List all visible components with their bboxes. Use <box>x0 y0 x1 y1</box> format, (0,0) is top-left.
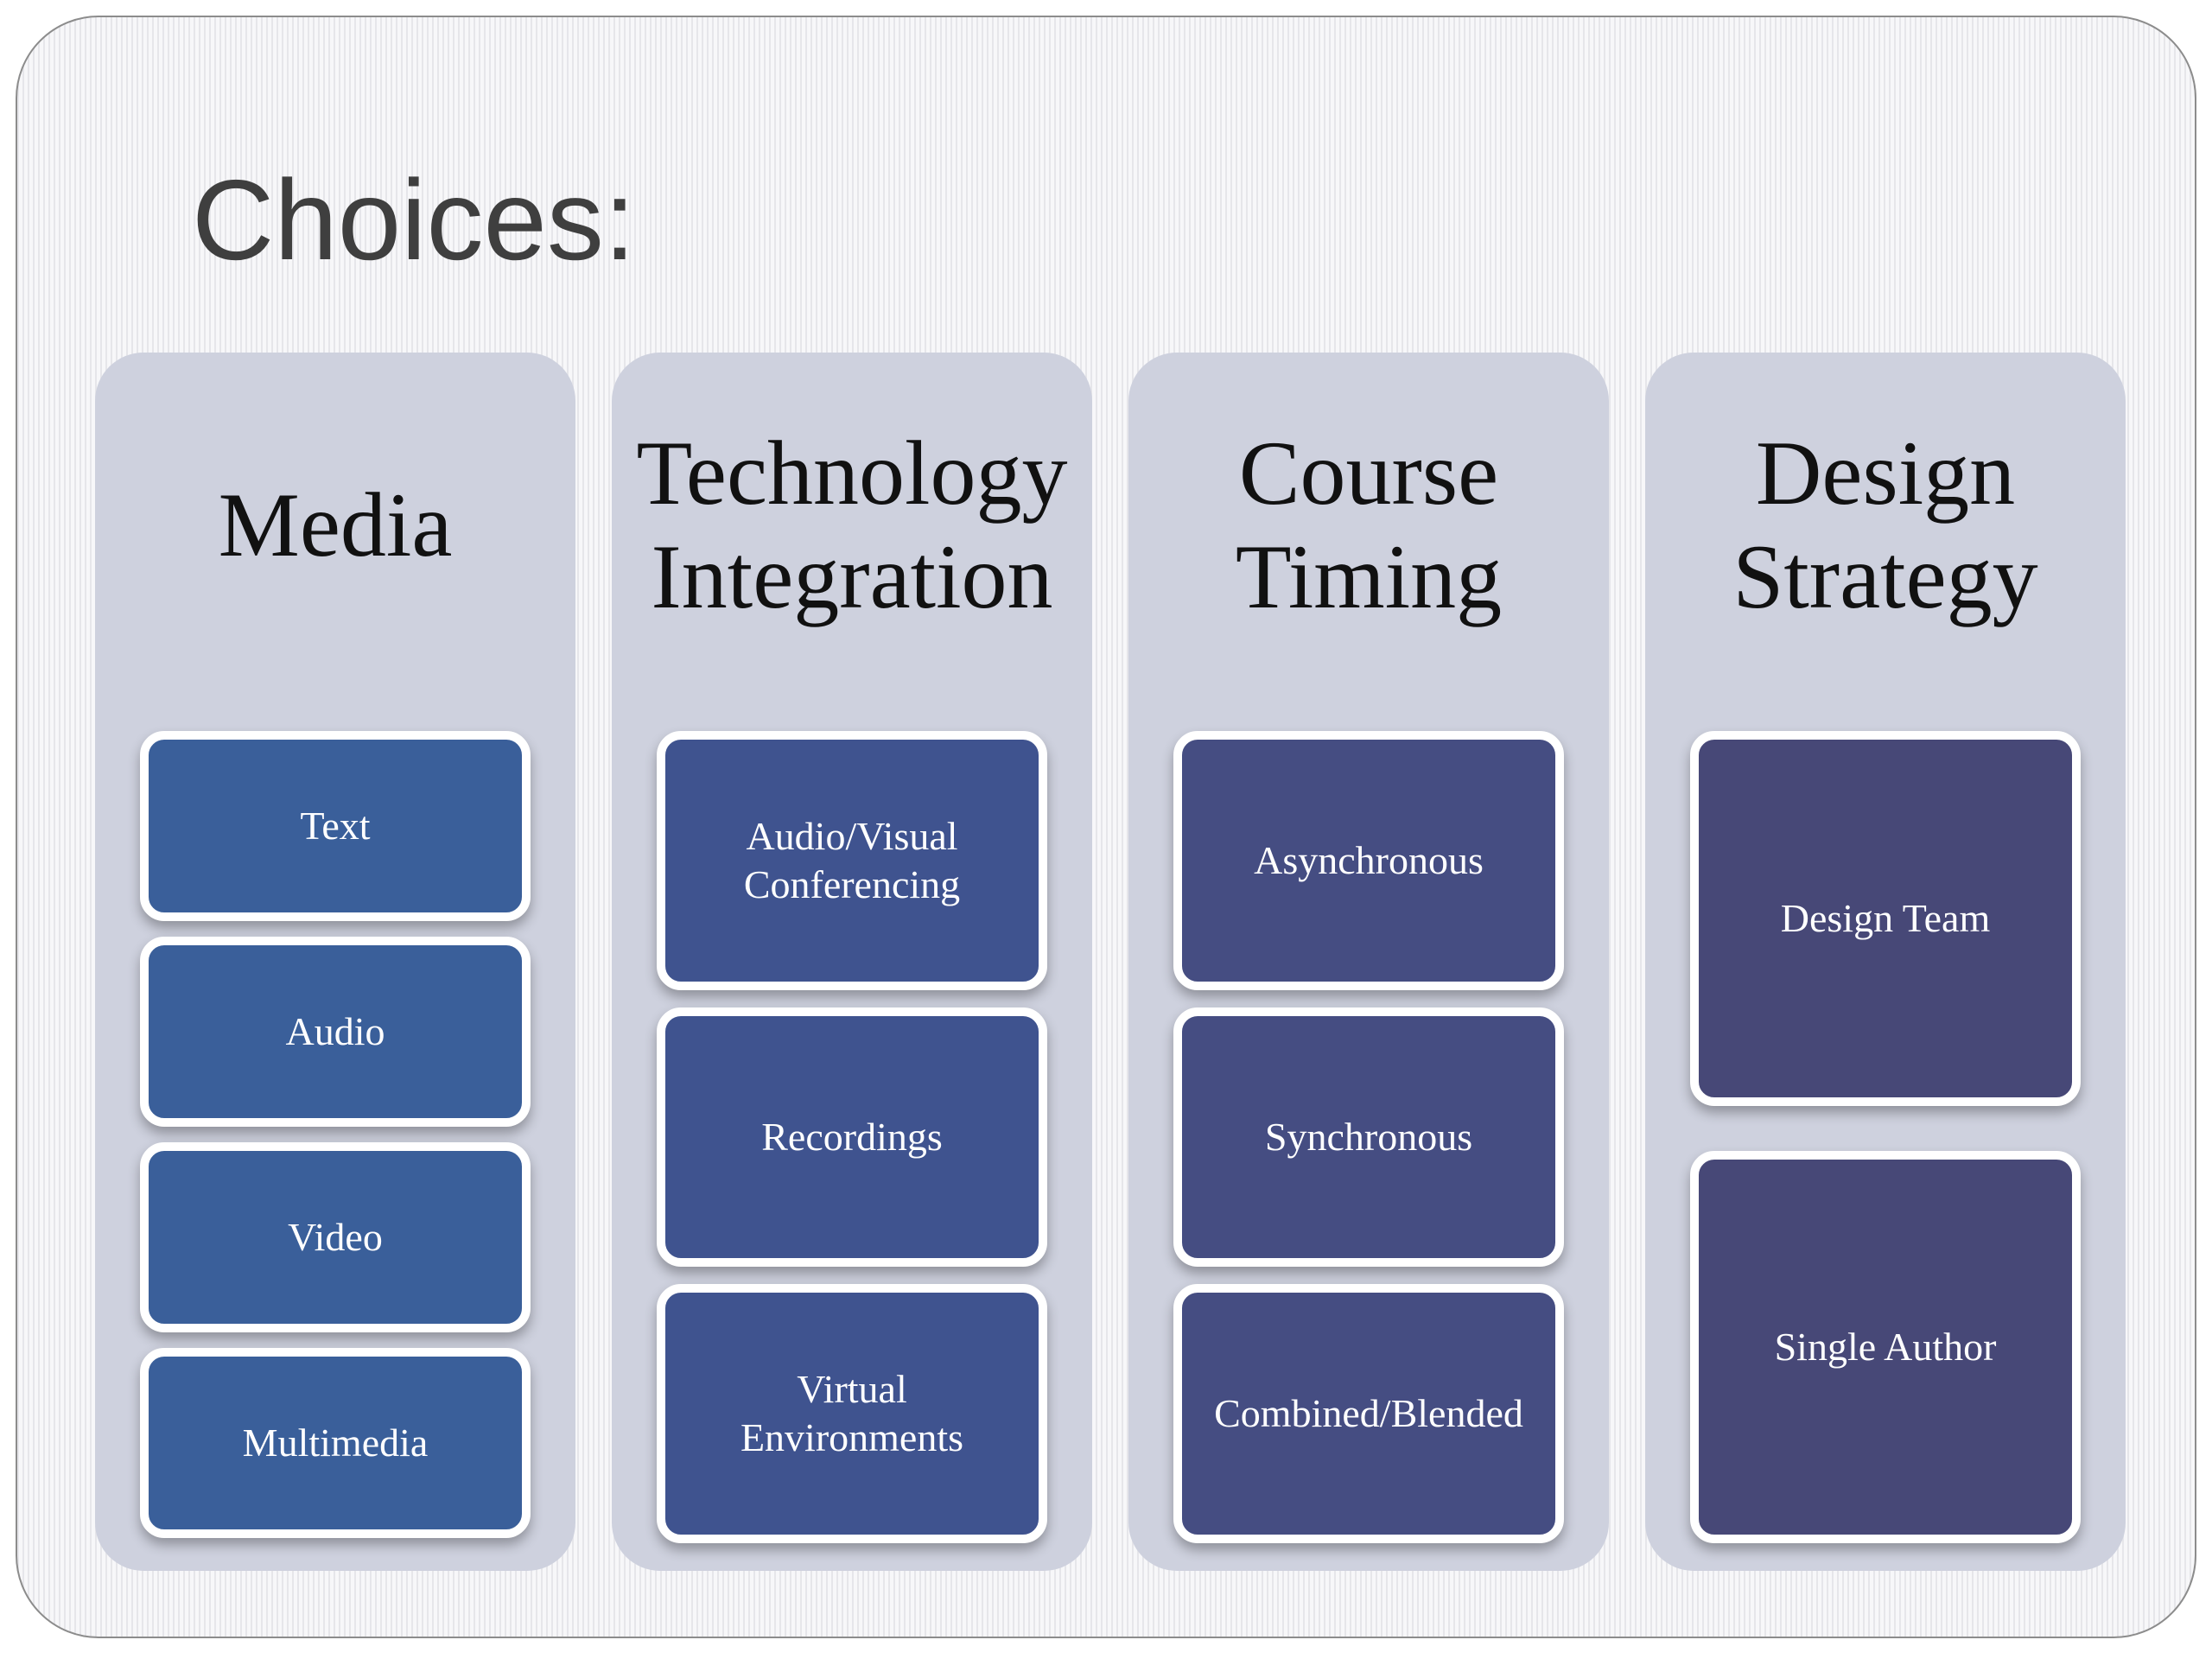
card-label: Single Author <box>1774 1325 1997 1369</box>
column-heading-line: Integration <box>651 526 1053 627</box>
column-heading-line: Strategy <box>1732 526 2038 627</box>
card-audio[interactable]: Audio <box>140 937 531 1127</box>
column-heading-line: Timing <box>1235 526 1503 627</box>
card-virtual-environments[interactable]: Virtual Environments <box>657 1284 1047 1543</box>
card-label: Text <box>300 804 371 848</box>
card-label: Combined/Blended <box>1214 1391 1523 1435</box>
card-combined-blended[interactable]: Combined/Blended <box>1173 1284 1564 1543</box>
card-label: Multimedia <box>242 1421 429 1465</box>
column-media: Media Text Audio Video Multimedia <box>95 353 575 1571</box>
card-label: Audio <box>285 1009 385 1053</box>
card-audio-visual-conferencing[interactable]: Audio/Visual Conferencing <box>657 731 1047 990</box>
column-heading-technology-integration: Technology Integration <box>612 400 1092 651</box>
column-heading-line: Technology <box>636 423 1068 524</box>
card-label: Audio/Visual Conferencing <box>743 814 961 906</box>
card-label: Video <box>288 1215 383 1259</box>
column-heading-line: Design <box>1755 423 2016 524</box>
column-design-strategy: Design Strategy Design Team Single Autho… <box>1645 353 2126 1571</box>
slide: Choices: Media Text Audio Video Multimed… <box>16 16 2196 1638</box>
slide-title: Choices: <box>192 156 636 283</box>
column-heading-media: Media <box>95 400 575 651</box>
card-design-team[interactable]: Design Team <box>1690 731 2081 1106</box>
card-label: Recordings <box>761 1115 943 1159</box>
card-text[interactable]: Text <box>140 731 531 921</box>
card-label: Design Team <box>1780 896 1991 940</box>
column-course-timing: Course Timing Asynchronous Synchronous C… <box>1128 353 1609 1571</box>
column-heading-design-strategy: Design Strategy <box>1645 400 2126 651</box>
card-label: Synchronous <box>1264 1115 1473 1159</box>
column-heading-course-timing: Course Timing <box>1128 400 1609 651</box>
card-single-author[interactable]: Single Author <box>1690 1151 2081 1543</box>
card-video[interactable]: Video <box>140 1142 531 1332</box>
column-technology-integration: Technology Integration Audio/Visual Conf… <box>612 353 1092 1571</box>
card-label: Virtual Environments <box>740 1367 964 1459</box>
column-heading-line: Course <box>1238 423 1499 524</box>
card-multimedia[interactable]: Multimedia <box>140 1348 531 1538</box>
card-synchronous[interactable]: Synchronous <box>1173 1007 1564 1267</box>
card-recordings[interactable]: Recordings <box>657 1007 1047 1267</box>
column-heading-line: Media <box>218 474 453 575</box>
card-label: Asynchronous <box>1254 838 1484 882</box>
card-asynchronous[interactable]: Asynchronous <box>1173 731 1564 990</box>
